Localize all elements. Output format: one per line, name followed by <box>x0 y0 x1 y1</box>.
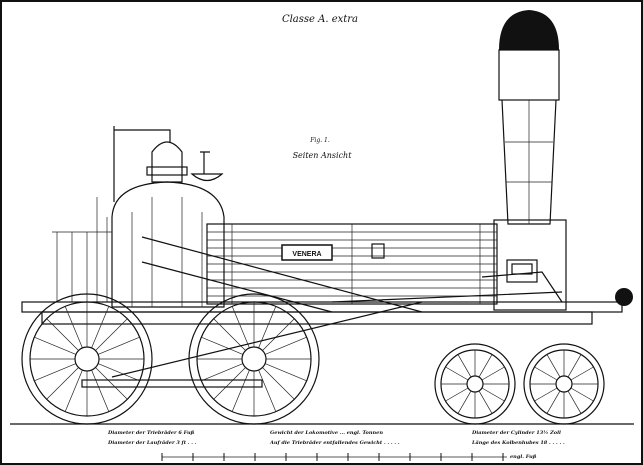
drawing-title: Classe A. extra <box>282 14 358 25</box>
wheel-spoke <box>264 363 307 382</box>
wheel-spoke <box>457 390 472 414</box>
wheel-spoke <box>478 354 493 378</box>
wheel-spoke <box>95 318 128 351</box>
wheel-spoke <box>91 369 110 412</box>
wheel-spoke <box>570 366 594 381</box>
wheel-spoke <box>567 354 582 378</box>
wheel-spoke <box>34 363 77 382</box>
wheel-spoke <box>91 306 110 349</box>
boiler: VENERA <box>206 223 498 305</box>
chimney <box>498 10 560 225</box>
wheel-spoke <box>457 354 472 378</box>
wheel-spoke <box>64 369 83 412</box>
legend-center-2: Auf die Triebräder entfallendes Gewicht … <box>269 439 400 446</box>
wheel-spoke <box>534 387 558 402</box>
wheel-spoke <box>570 387 594 402</box>
wheel-spoke <box>262 367 295 400</box>
wheel-spoke <box>534 366 558 381</box>
legend-center-1: Gewicht der Lokomotive ... engl. Tonnen <box>270 430 383 436</box>
wheel-spoke <box>46 318 79 351</box>
scale-bar <box>161 453 507 461</box>
wheel-spoke <box>445 366 469 381</box>
wheel-spoke <box>201 336 244 355</box>
legend-right-2: Länge des Kolbenhubes 18 . . . . . <box>471 439 565 446</box>
wheel-spoke <box>201 363 244 382</box>
wheel-spoke <box>231 306 250 349</box>
wheel-spoke <box>262 318 295 351</box>
wheel-spoke <box>478 390 493 414</box>
cab-railing <box>52 197 112 302</box>
wheel-spoke <box>546 354 561 378</box>
buffer <box>615 288 633 306</box>
wheel-spoke <box>264 336 307 355</box>
wheel-spoke <box>97 363 140 382</box>
wheel-spoke <box>34 336 77 355</box>
wheel-spoke <box>567 390 582 414</box>
figure-caption: Seiten Ansicht <box>293 151 353 160</box>
wheel-spoke <box>445 387 469 402</box>
driving-wheel-rear <box>21 293 153 425</box>
wheel-spoke <box>213 367 246 400</box>
wheel-spoke <box>46 367 79 400</box>
scale-label: engl. Fuß <box>510 454 537 460</box>
wheel-spoke <box>546 390 561 414</box>
wheel-spoke <box>481 387 505 402</box>
nameplate <box>281 244 333 261</box>
leading-wheel-front <box>523 343 605 425</box>
wheel-spoke <box>64 306 83 349</box>
wheel-spoke <box>213 318 246 351</box>
legend-left-1: Diameter der Triebräder 6 Fuß <box>107 429 195 436</box>
firebox <box>111 126 225 308</box>
leading-wheel-rear <box>434 343 516 425</box>
legend-left-2: Diameter der Laufräder 3 ft . . . <box>107 439 197 446</box>
frame <box>21 236 633 325</box>
legend-right-1: Diameter der Cylinder 13½ Zoll <box>471 429 561 436</box>
wheel-spoke <box>97 336 140 355</box>
wheel-spoke <box>231 369 250 412</box>
nameplate-text: VENERA <box>292 251 321 258</box>
driving-wheel-front <box>188 293 320 425</box>
wheel-spoke <box>95 367 128 400</box>
figure-number: Fig. 1. <box>309 137 330 144</box>
wheel-spoke <box>481 366 505 381</box>
wheel-spoke <box>258 369 277 412</box>
coupling-rod <box>81 301 423 388</box>
smokebox <box>493 219 567 311</box>
